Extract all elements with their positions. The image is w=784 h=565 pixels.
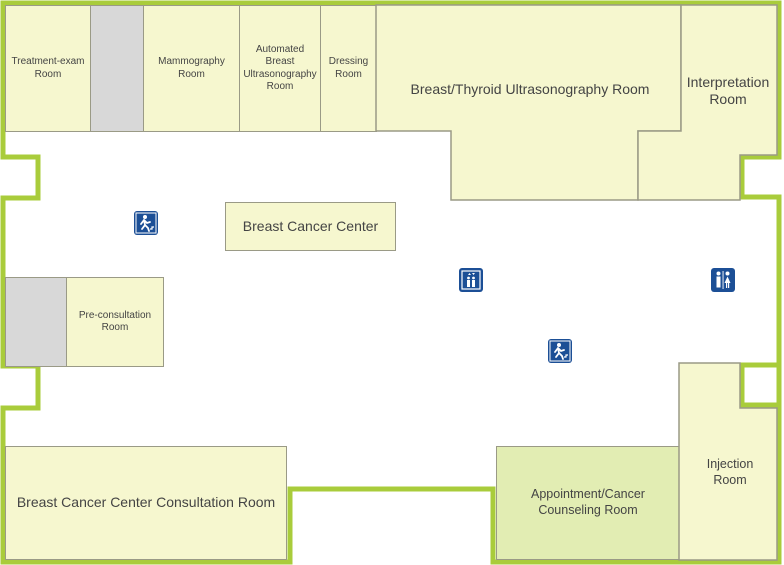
pre-consultation-room: Pre-consultation Room bbox=[66, 277, 164, 367]
emergency-exit-icon bbox=[134, 211, 158, 235]
interpretation-room: Interpretation Room bbox=[686, 73, 770, 108]
restroom-icon bbox=[711, 268, 735, 292]
emergency-exit-icon bbox=[548, 339, 572, 363]
consultation-room: Breast Cancer Center Consultation Room bbox=[5, 446, 287, 560]
automated-breast-ultrasonography-room: Automated Breast Ultrasonography Room bbox=[239, 5, 321, 132]
elevator-icon bbox=[459, 268, 483, 292]
treatment-exam-room: Treatment-exam Room bbox=[5, 5, 91, 132]
breast-cancer-center-label: Breast Cancer Center bbox=[225, 202, 396, 251]
breast-thyroid-ultrasonography-room: Breast/Thyroid Ultrasonography Room bbox=[410, 81, 650, 98]
mammography-room: Mammography Room bbox=[143, 5, 240, 132]
utility-area-left bbox=[5, 277, 67, 367]
appointment-cancer-counseling-room: Appointment/Cancer Counseling Room bbox=[496, 446, 680, 560]
injection-room: Injection Room bbox=[706, 457, 754, 487]
